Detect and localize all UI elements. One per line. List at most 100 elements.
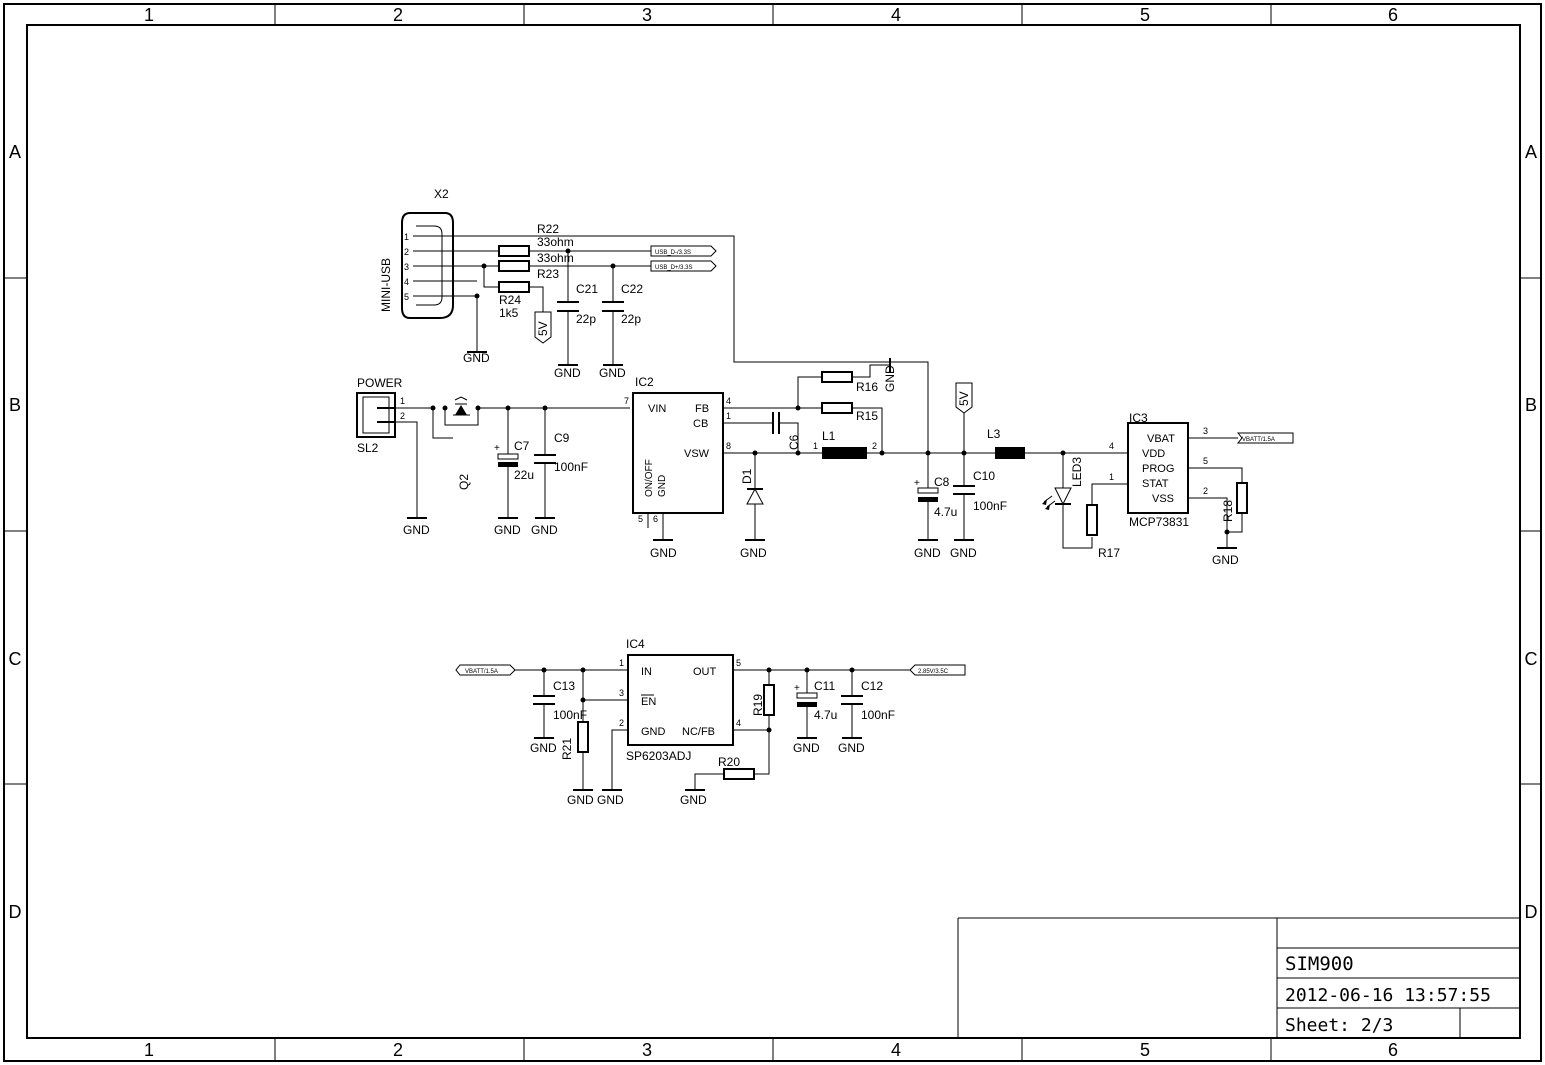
gnd-label: GND bbox=[530, 741, 557, 755]
r20-designator: R20 bbox=[718, 755, 740, 769]
row-label: C bbox=[1525, 649, 1538, 669]
capacitor-c12: C12 100nF bbox=[841, 679, 895, 722]
x2-designator: X2 bbox=[434, 187, 449, 201]
drawing-frame bbox=[3, 3, 1542, 1062]
net-label-vbatt-ldo: VBATT/1.5A bbox=[455, 664, 516, 676]
gnd-label: GND bbox=[403, 523, 430, 537]
capacitor-c9: C9 100nF bbox=[534, 431, 588, 474]
l1-designator: L1 bbox=[822, 429, 836, 443]
row-label: D bbox=[1525, 902, 1538, 922]
ic4-pin-number: 1 bbox=[619, 658, 624, 668]
ic3-pin-number: 5 bbox=[1203, 456, 1208, 466]
charger-wiring bbox=[1025, 437, 1243, 549]
supply-5v-usb: 5V bbox=[534, 311, 552, 344]
column-label: 6 bbox=[1388, 5, 1398, 25]
capacitor-c6: C6 bbox=[772, 412, 801, 450]
net-label-text: VBATT/1.5A bbox=[465, 669, 498, 675]
ic2-wiring bbox=[647, 358, 995, 541]
frame-column-labels-bottom: 1 2 3 4 5 6 bbox=[144, 1040, 1398, 1060]
column-label: 3 bbox=[642, 1040, 652, 1060]
c13-value: 100nF bbox=[553, 708, 587, 722]
c21-value: 22p bbox=[576, 312, 596, 326]
ic3-pin-vss: VSS bbox=[1152, 493, 1174, 505]
ic3-pin-prog: PROG bbox=[1142, 463, 1174, 475]
resistor-r20: R20 bbox=[718, 755, 755, 780]
c21-designator: C21 bbox=[576, 282, 598, 296]
resistor-r23: 33ohm R23 bbox=[498, 251, 574, 281]
net-label-vbatt-ic3: VBATT/1.5A bbox=[1236, 432, 1294, 444]
column-label: 2 bbox=[393, 1040, 403, 1060]
l3-designator: L3 bbox=[987, 427, 1001, 441]
r16-designator: R16 bbox=[856, 380, 878, 394]
c8-designator: C8 bbox=[934, 475, 950, 489]
gnd-label: GND bbox=[650, 546, 677, 560]
diode-d1: D1 bbox=[740, 468, 764, 505]
c12-value: 100nF bbox=[861, 708, 895, 722]
d1-designator: D1 bbox=[740, 468, 754, 484]
column-label: 4 bbox=[891, 1040, 901, 1060]
power-input-wiring bbox=[395, 396, 630, 519]
ic3-pin-stat: STAT bbox=[1142, 478, 1169, 490]
column-label: 6 bbox=[1388, 1040, 1398, 1060]
net-label-usb-dp: USB_D+/3.3S bbox=[650, 260, 717, 272]
c11-designator: C11 bbox=[814, 679, 835, 693]
gnd-label: GND bbox=[1212, 553, 1239, 567]
ic2-pin-number: 8 bbox=[726, 441, 731, 451]
ldo-wiring bbox=[515, 667, 910, 791]
title-block-sheet: Sheet: 2/3 bbox=[1285, 1015, 1393, 1036]
gnd-label: GND bbox=[680, 793, 707, 807]
x2-value: MINI-USB bbox=[379, 258, 393, 312]
c10-value: 100nF bbox=[973, 499, 1007, 513]
ic2-pin-number: 6 bbox=[653, 514, 658, 524]
net-label-text: 2.85V/3.5C bbox=[918, 669, 949, 675]
ic4-pin-ncfb: NC/FB bbox=[682, 726, 715, 738]
gnd-label: GND bbox=[567, 793, 594, 807]
column-label: 5 bbox=[1140, 5, 1150, 25]
ic2-designator: IC2 bbox=[635, 375, 654, 389]
ic2-pin-onoff: ON/OFF bbox=[644, 459, 655, 497]
gnd-labels-usb: GND GND GND bbox=[463, 351, 626, 380]
ic3-pin-number: 1 bbox=[1109, 472, 1114, 482]
supply-label: 5V bbox=[536, 321, 550, 336]
supply-label: 5V bbox=[957, 391, 971, 406]
r21-designator: R21 bbox=[560, 738, 574, 760]
c9-designator: C9 bbox=[554, 431, 570, 445]
resistor-r21: R21 bbox=[560, 721, 589, 760]
l1-pin-number: 1 bbox=[813, 441, 818, 451]
polarity-plus: + bbox=[794, 683, 800, 694]
c11-value: 4.7u bbox=[814, 708, 837, 722]
row-label: A bbox=[1525, 142, 1537, 162]
r24-value: 1k5 bbox=[499, 306, 519, 320]
title-block-title: SIM900 bbox=[1285, 953, 1354, 975]
ic2-pin-number: 5 bbox=[638, 514, 643, 524]
c7-designator: C7 bbox=[514, 439, 530, 453]
ic3-charger: IC3 MCP73831 VBAT VDD PROG STAT VSS 3 4 … bbox=[1109, 411, 1208, 529]
resistor-r19: R19 bbox=[751, 684, 775, 716]
gnd-label: GND bbox=[883, 365, 897, 392]
column-label: 1 bbox=[144, 1040, 154, 1060]
x2-pin-number: 2 bbox=[404, 247, 409, 257]
net-label-2v85: 2.85V/3.5C bbox=[909, 664, 966, 676]
capacitor-c11: + C11 4.7u bbox=[794, 679, 837, 722]
column-label: 5 bbox=[1140, 1040, 1150, 1060]
ic2-pin-number: 7 bbox=[624, 396, 629, 406]
ic3-value: MCP73831 bbox=[1129, 515, 1189, 529]
column-label: 3 bbox=[642, 5, 652, 25]
gnd-label: GND bbox=[494, 523, 521, 537]
gnd-label: GND bbox=[914, 546, 941, 560]
sl2-pin-number: 1 bbox=[400, 396, 405, 406]
column-label: 2 bbox=[393, 5, 403, 25]
c10-designator: C10 bbox=[973, 469, 995, 483]
net-label-text: USB_D-/3.3S bbox=[655, 250, 691, 256]
gnd-label: GND bbox=[793, 741, 820, 755]
title-block-date: 2012-06-16 13:57:55 bbox=[1285, 985, 1491, 1006]
gnd-label: GND bbox=[740, 546, 767, 560]
capacitor-c10: C10 100nF bbox=[953, 469, 1007, 513]
capacitor-c7: + C7 22u bbox=[494, 439, 534, 482]
row-label: A bbox=[9, 142, 21, 162]
r19-designator: R19 bbox=[751, 694, 765, 716]
resistor-r24: R24 1k5 bbox=[498, 281, 530, 320]
row-label: C bbox=[9, 649, 22, 669]
capacitor-c8: + C8 4.7u bbox=[914, 475, 957, 519]
